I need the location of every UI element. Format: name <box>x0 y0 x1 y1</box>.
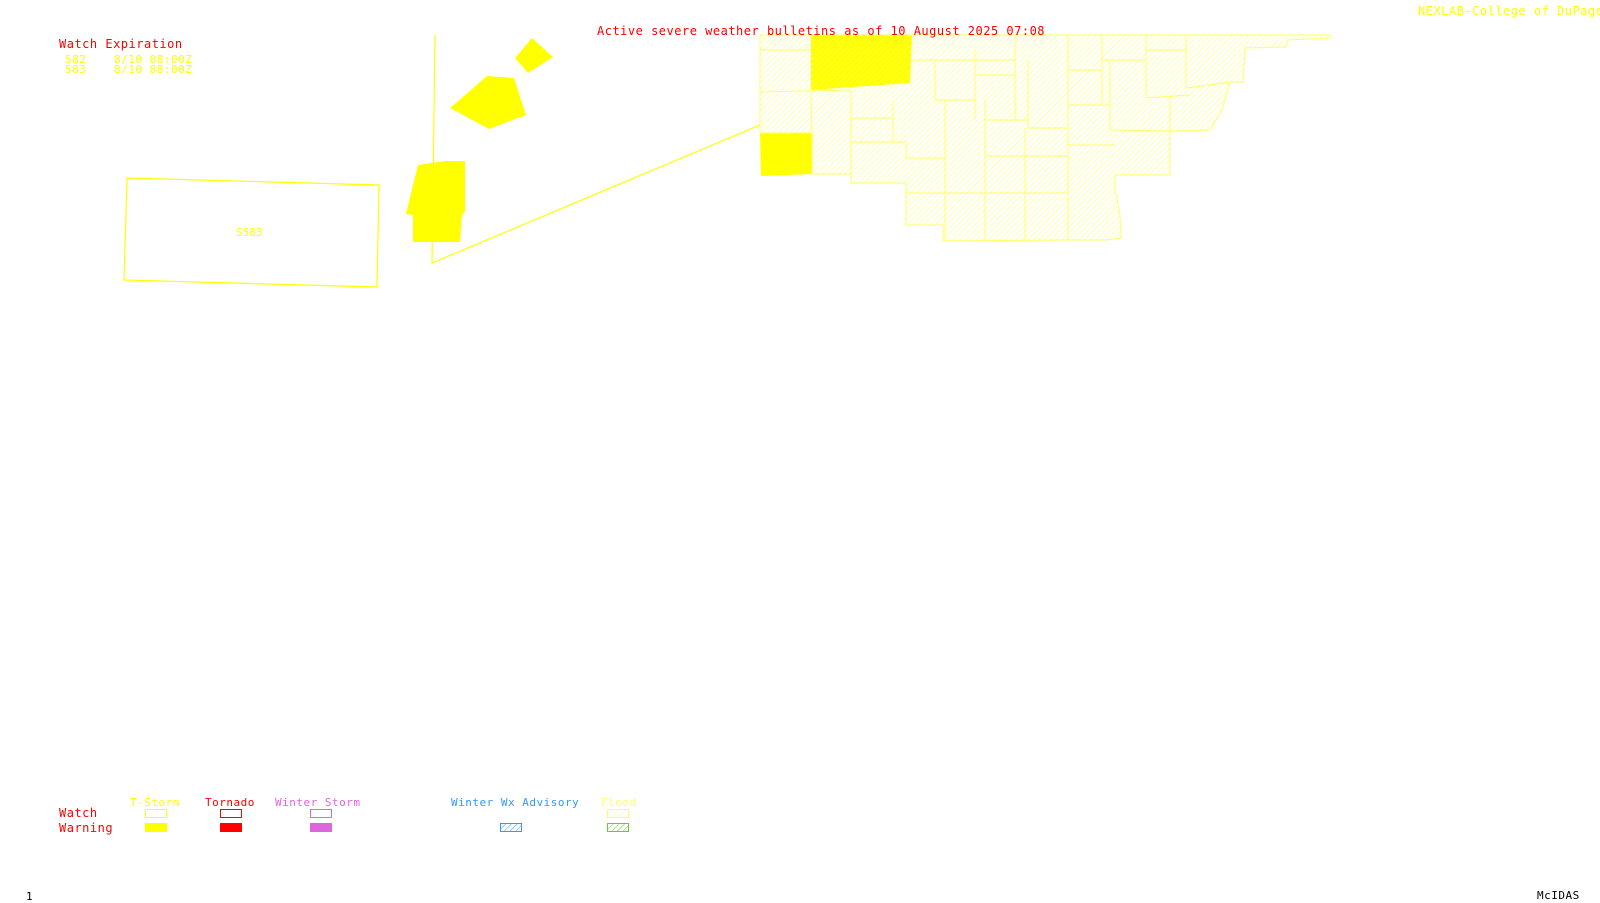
legend-col-winter-storm: Winter Storm <box>275 796 361 809</box>
legend-tstorm-warning <box>145 823 167 832</box>
frame-number: 1 <box>26 890 34 903</box>
legend-col-winter-adv: Winter Wx Advisory <box>451 796 580 809</box>
software-label: McIDAS <box>1537 889 1580 902</box>
watch-expires: 8/10 08:00Z <box>114 63 193 76</box>
watch-id: 583 <box>65 63 87 76</box>
legend-tornado-warning <box>220 823 242 832</box>
legend-row-watch: Watch <box>59 806 98 820</box>
legend-col-flood: Flood <box>601 796 637 809</box>
legend-tstorm-watch <box>145 809 167 818</box>
legend-flood-watch <box>607 809 629 818</box>
legend-flood-warning <box>607 823 629 832</box>
page-title: Active severe weather bulletins as of 10… <box>597 24 1046 38</box>
legend-winter-storm-watch <box>310 809 332 818</box>
legend-tornado-watch <box>220 809 242 818</box>
legend-winter-adv-warning <box>500 823 522 832</box>
watch-id: 582 <box>65 53 87 66</box>
watch-582-outline <box>431 34 761 264</box>
source-credit: NEXLAB-College of DuPage R <box>1418 4 1600 18</box>
watch-expires: 8/10 08:00Z <box>114 53 193 66</box>
warning-polygon <box>450 76 526 129</box>
legend-col-tstorm: T-Storm <box>130 796 180 809</box>
legend-row-warning: Warning <box>59 821 114 835</box>
warning-polygon <box>760 133 812 176</box>
warning-polygon <box>406 161 465 242</box>
warning-polygon <box>515 38 553 73</box>
legend-col-tornado: Tornado <box>205 796 255 809</box>
watch-expiration-heading: Watch Expiration <box>59 37 183 51</box>
watch-box-label: S583 <box>236 226 263 239</box>
flood-watch-area <box>759 34 1331 242</box>
legend-winter-storm-warning <box>310 823 332 832</box>
watch-583-outline <box>123 177 380 288</box>
